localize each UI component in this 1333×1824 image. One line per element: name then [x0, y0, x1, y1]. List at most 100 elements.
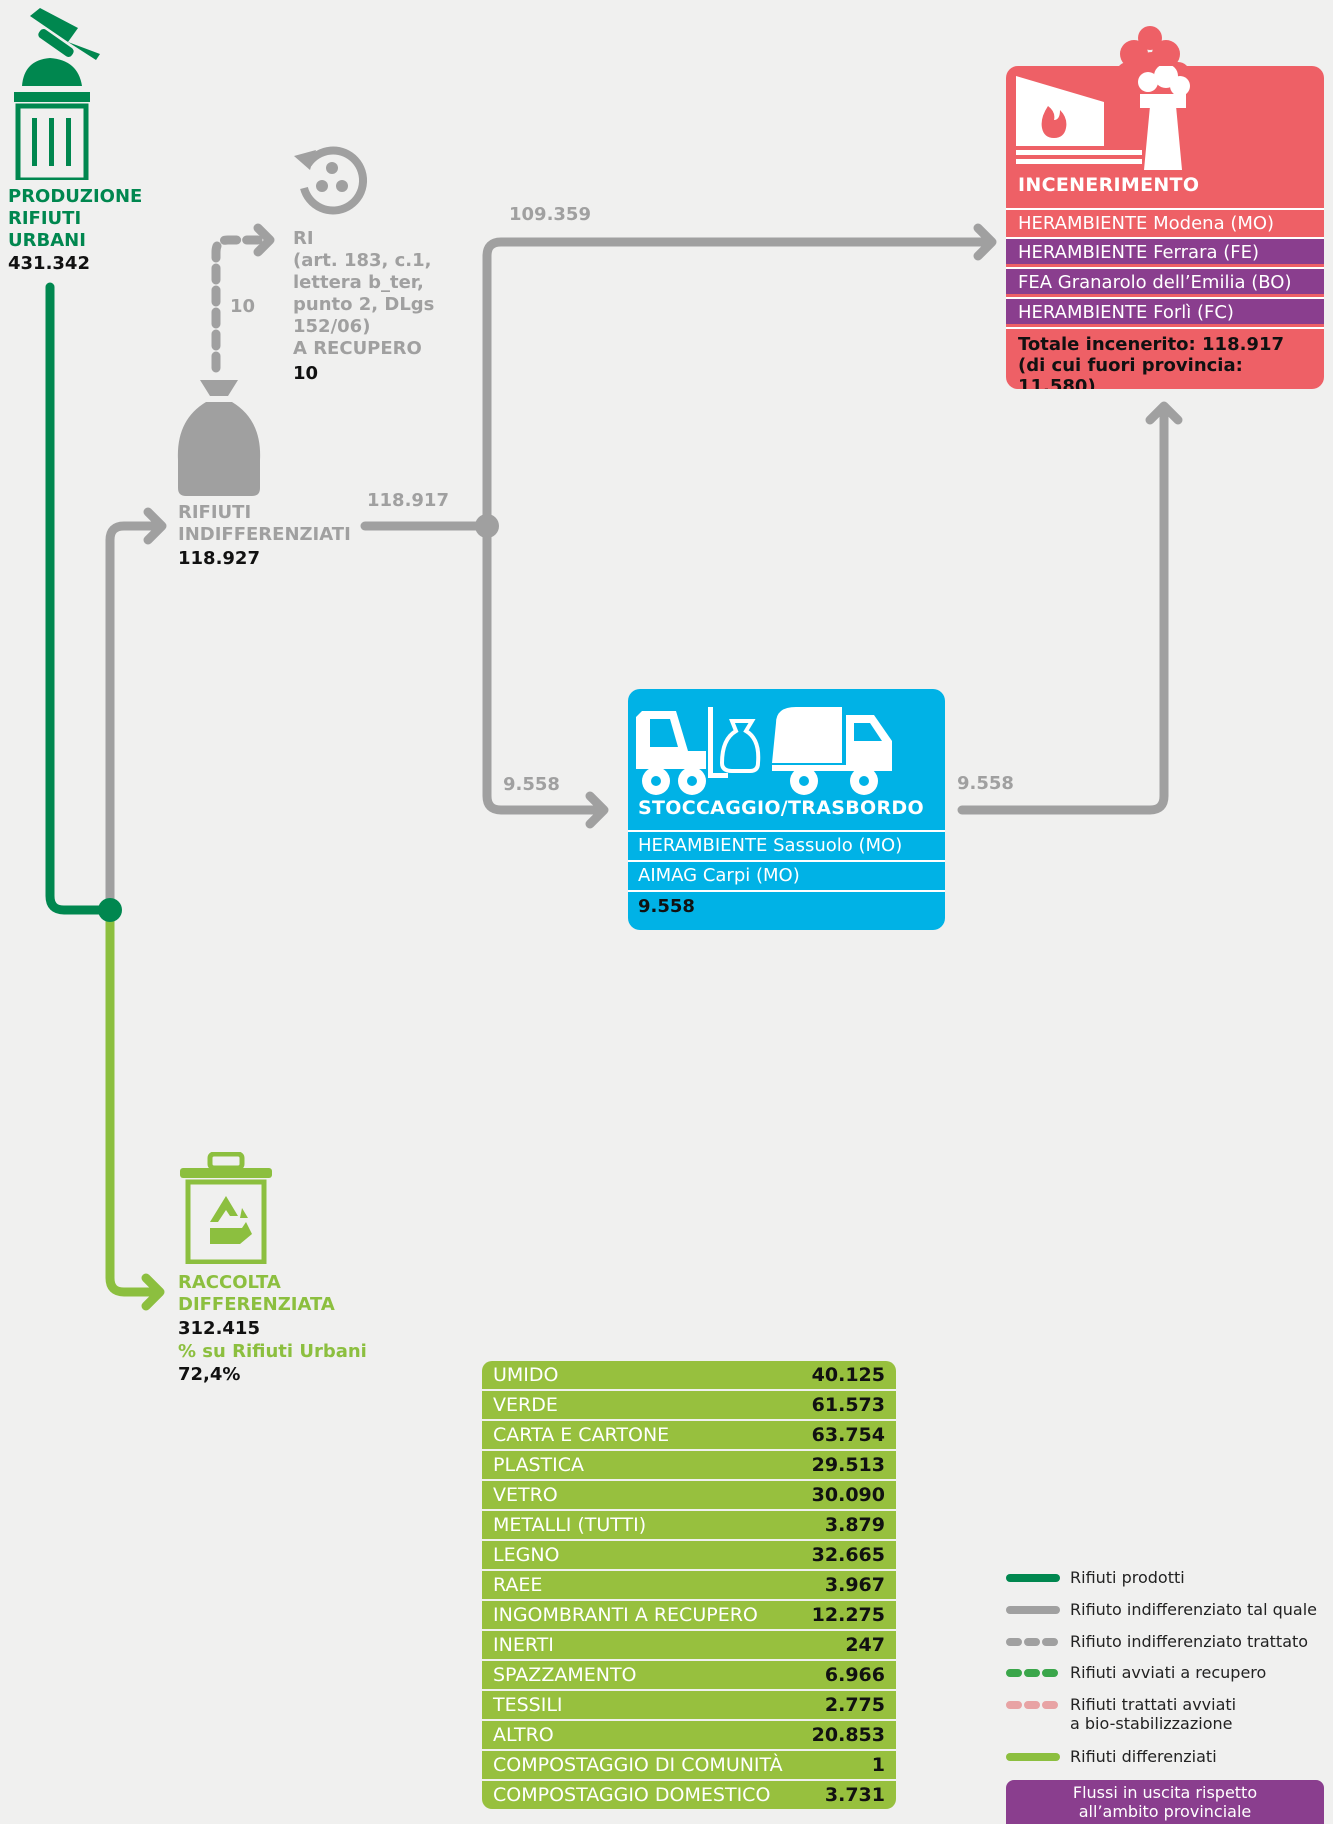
table-row: INERTI 247	[482, 1631, 896, 1659]
table-row-value: 2.775	[824, 1694, 885, 1716]
legend-out-of-province: Flussi in uscita rispetto all’ambito pro…	[1006, 1780, 1324, 1824]
ri-label-line6: A RECUPERO	[293, 338, 422, 359]
legend-swatch-dashed-green	[1006, 1669, 1060, 1677]
ri-label-line4: punto 2, DLgs	[293, 294, 435, 315]
stoccaggio-row-1: HERAMBIENTE Sassuolo (MO)	[628, 830, 945, 858]
flow-line-ri	[211, 235, 263, 373]
node-split-indiff	[475, 514, 499, 538]
recovery-icon	[294, 146, 368, 215]
stoccaggio-divider	[628, 890, 945, 892]
indifferenziati-label-line1: RIFIUTI	[178, 502, 252, 523]
produzione-label-line3: URBANI	[8, 230, 86, 251]
ri-label-line5: 152/06)	[293, 316, 371, 337]
table-row-label: SPAZZAMENTO	[493, 1664, 637, 1686]
table-row-label: ALTRO	[493, 1724, 554, 1746]
table-row-value: 1	[871, 1754, 885, 1776]
forklift-truck-icon	[636, 707, 892, 795]
table-row: ALTRO 20.853	[482, 1721, 896, 1749]
table-row-value: 40.125	[811, 1364, 885, 1386]
indifferenziati-label: RIFIUTI INDIFFERENZIATI	[178, 502, 351, 546]
legend-swatch-dashed-pink	[1006, 1701, 1060, 1709]
ri-label-line3: lettera b_ter,	[293, 272, 424, 293]
differenziata-pct-value: 72,4%	[178, 1364, 241, 1385]
flow-label-to-incen: 109.359	[509, 204, 591, 225]
recycle-bin-icon	[180, 1152, 272, 1264]
table-row-label: INERTI	[493, 1634, 554, 1656]
table-row-value: 32.665	[811, 1544, 885, 1566]
ri-label-line1: RI	[293, 228, 314, 249]
flow-label-stock-incen: 9.558	[957, 773, 1014, 794]
table-row-value: 30.090	[811, 1484, 885, 1506]
differenziata-pct-label: % su Rifiuti Urbani	[178, 1341, 367, 1362]
table-row: VETRO 30.090	[482, 1481, 896, 1509]
table-row-label: METALLI (TUTTI)	[493, 1514, 647, 1536]
table-row-label: CARTA E CARTONE	[493, 1424, 670, 1446]
table-row: UMIDO 40.125	[482, 1361, 896, 1389]
produzione-label-line2: RIFIUTI	[8, 208, 82, 229]
node-split-main	[98, 898, 122, 922]
produzione-label: PRODUZIONE RIFIUTI URBANI	[8, 186, 142, 252]
legend-swatch-solid-gray	[1006, 1606, 1060, 1614]
table-row-label: TESSILI	[493, 1694, 563, 1716]
table-row: TESSILI 2.775	[482, 1691, 896, 1719]
arrow-to-incen	[973, 223, 997, 261]
arrow-stock-incen	[1145, 401, 1183, 425]
flow-line-indifferenziati	[105, 521, 165, 915]
legend-out-line1: Flussi in uscita rispetto	[1072, 1783, 1258, 1802]
stoccaggio-total: 9.558	[638, 896, 695, 917]
legend-label-line1: Rifiuti trattati avviati	[1070, 1695, 1237, 1714]
table-row-value: 20.853	[811, 1724, 885, 1746]
table-row-value: 3.967	[824, 1574, 885, 1596]
ri-value: 10	[293, 363, 319, 384]
flow-line-differenziata	[105, 905, 163, 1297]
incinerator-icon	[1016, 66, 1190, 170]
differenziata-label: RACCOLTA DIFFERENZIATA	[178, 1272, 335, 1316]
legend-label: Rifiuti prodotti	[1070, 1568, 1185, 1587]
flow-label-to-stock: 9.558	[503, 774, 560, 795]
arrow-ri	[253, 223, 275, 257]
legend-label: Rifiuti avviati a recupero	[1070, 1663, 1267, 1682]
ri-label: RI (art. 183, c.1, lettera b_ter, punto …	[293, 228, 434, 360]
legend-out-line2: all’ambito provinciale	[1078, 1802, 1252, 1821]
legend-swatch-dashed-gray	[1006, 1638, 1060, 1646]
table-row-value: 247	[845, 1634, 885, 1656]
differenziata-label-line2: DIFFERENZIATA	[178, 1294, 335, 1315]
incenerimento-total-line1: Totale incenerito: 118.917	[1018, 334, 1285, 355]
table-row-value: 63.754	[811, 1424, 885, 1446]
incenerimento-plant-4: HERAMBIENTE Forlì (FC)	[1006, 297, 1324, 324]
table-row-label: VETRO	[493, 1484, 558, 1506]
ri-label-line2: (art. 183, c.1,	[293, 250, 432, 271]
incenerimento-box: INCENERIMENTO HERAMBIENTE Modena (MO) HE…	[1006, 66, 1324, 389]
flow-line-to-incen	[482, 237, 995, 531]
legend-label-line2: a bio-stabilizzazione	[1070, 1714, 1233, 1733]
arrow-to-stock	[585, 791, 609, 829]
table-row-value: 29.513	[811, 1454, 885, 1476]
incenerimento-divider	[1006, 327, 1324, 329]
differenziata-value: 312.415	[178, 1318, 260, 1339]
incenerimento-plant-2: HERAMBIENTE Ferrara (FE)	[1006, 237, 1324, 264]
table-row-label: PLASTICA	[493, 1454, 585, 1476]
indifferenziati-value: 118.927	[178, 548, 260, 569]
table-row-value: 6.966	[824, 1664, 885, 1686]
table-row: METALLI (TUTTI) 3.879	[482, 1511, 896, 1539]
differenziata-label-line1: RACCOLTA	[178, 1272, 281, 1293]
produzione-value: 431.342	[8, 253, 90, 274]
stoccaggio-title: STOCCAGGIO/TRASBORDO	[638, 797, 924, 819]
incenerimento-plant-1: HERAMBIENTE Modena (MO)	[1006, 208, 1324, 235]
table-row-label: UMIDO	[493, 1364, 559, 1386]
stoccaggio-box: STOCCAGGIO/TRASBORDO HERAMBIENTE Sassuol…	[628, 689, 945, 930]
table-row-value: 3.879	[824, 1514, 885, 1536]
indifferenziati-flow-out: 118.917	[367, 490, 449, 511]
legend-label: Rifiuti differenziati	[1070, 1747, 1217, 1766]
arrow-differenziata	[141, 1273, 165, 1311]
legend-label: Rifiuto indifferenziato tal quale	[1070, 1600, 1317, 1619]
trash-bin-icon	[14, 8, 100, 180]
